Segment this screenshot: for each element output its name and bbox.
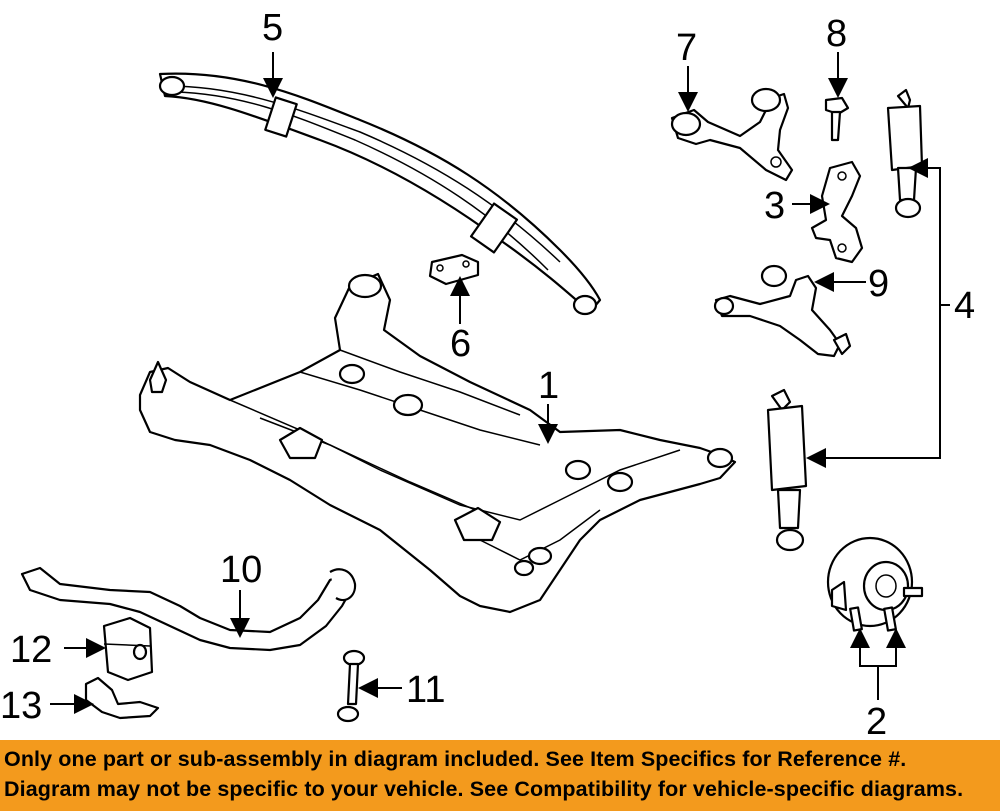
bushing-bracket-part <box>84 676 160 720</box>
callout-10: 10 <box>220 549 262 591</box>
callout-1: 1 <box>538 365 559 407</box>
callout-13: 13 <box>0 685 42 727</box>
stabilizer-bushing-part <box>102 616 154 682</box>
callout-9: 9 <box>868 263 889 305</box>
bolt-part <box>824 96 850 142</box>
spring-pad-part <box>428 253 480 286</box>
leader-lines <box>50 52 950 714</box>
callout-3: 3 <box>764 185 785 227</box>
suspension-parts-diagram: 5 6 1 7 8 3 9 4 10 12 13 11 2 <box>0 7 975 738</box>
callout-2: 2 <box>866 701 887 738</box>
callout-5: 5 <box>262 7 283 49</box>
leaf-spring-part <box>158 72 602 316</box>
lower-control-arm-part <box>713 264 852 358</box>
callout-6: 6 <box>450 323 471 365</box>
notice-line-1: Only one part or sub-assembly in diagram… <box>4 747 907 771</box>
callout-8: 8 <box>826 13 847 55</box>
callout-numbers: 5 6 1 7 8 3 9 4 10 12 13 11 2 <box>0 7 975 738</box>
callout-7: 7 <box>676 27 697 69</box>
crossmember-part <box>138 272 737 614</box>
wheel-hub-part <box>826 536 924 632</box>
callout-11: 11 <box>406 669 445 711</box>
stabilizer-link-part <box>336 649 366 723</box>
upper-control-arm-part <box>670 87 794 182</box>
notice-banner: Only one part or sub-assembly in diagram… <box>0 740 1000 811</box>
callout-4: 4 <box>954 285 975 327</box>
notice-line-2: Diagram may not be specific to your vehi… <box>4 777 964 801</box>
stabilizer-bar-part <box>20 566 357 652</box>
steering-knuckle-part <box>810 160 864 264</box>
callout-12: 12 <box>10 629 52 671</box>
